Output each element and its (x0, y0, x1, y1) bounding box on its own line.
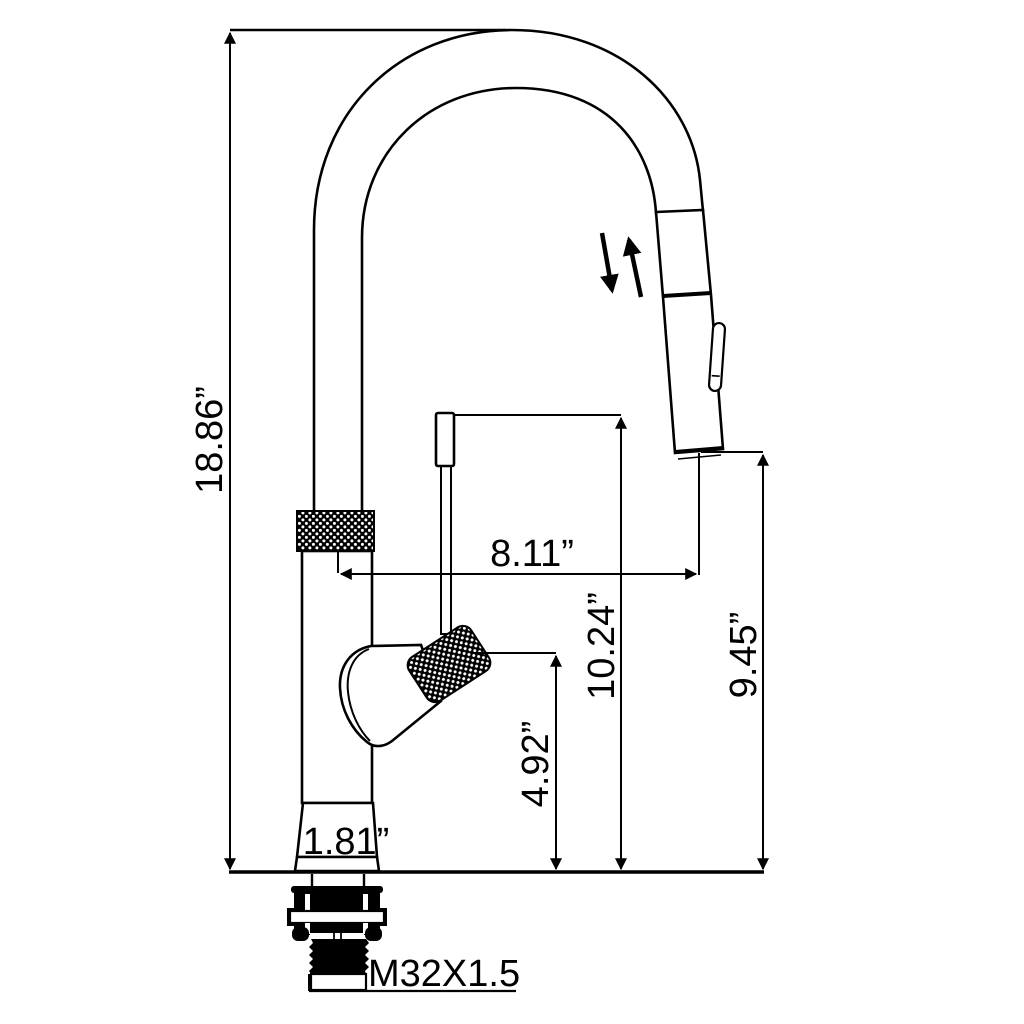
spray-head-nozzle-edge (674, 446, 724, 454)
retract-up-arrow (622, 236, 644, 298)
nut-lobe-right (365, 927, 382, 941)
spout-reach-label: 8.11” (490, 533, 574, 575)
gooseneck-spout-tube (312, 28, 705, 516)
base-width-label: 1.81” (303, 821, 390, 863)
handle-assembly (338, 411, 492, 748)
handle-base-inner-line (346, 648, 371, 742)
thread-spec-label: M32X1.5 (368, 953, 520, 995)
grip-height-label: 4.92” (515, 721, 557, 808)
handle-lever-cap (434, 411, 456, 468)
mounting-nut-upper (294, 893, 380, 912)
nut-slot (305, 894, 310, 911)
handle-tip-height-label: 10.24” (581, 592, 623, 700)
spray-head-button-notch (711, 374, 720, 378)
mounting-top-plate (291, 886, 383, 893)
overall-height-label: 18.86” (189, 386, 231, 494)
mounting-nut-lower (294, 922, 380, 935)
dimension-labels: 18.86” 8.11” 10.24” 9.45” 4.92” 1.81” M3… (189, 386, 765, 995)
handle-knurled-grip (406, 624, 492, 704)
mounting-hardware (287, 874, 387, 992)
nut-lobe-left (292, 927, 309, 941)
threaded-shank (309, 939, 369, 974)
pull-down-arrow (599, 232, 619, 294)
pull-down-arrows-icon (599, 232, 644, 298)
handle-lever-rod (440, 463, 452, 635)
nut-slot (363, 923, 368, 934)
spray-head-joint-line (662, 291, 712, 298)
shank-end (309, 972, 368, 992)
shank-gap (310, 933, 364, 939)
nut-slot (305, 923, 310, 934)
spray-head-button (707, 321, 727, 393)
knurled-collar (296, 510, 375, 552)
spray-head (654, 208, 727, 460)
nut-slot (363, 894, 368, 911)
washer-plate (288, 909, 386, 925)
spout-outlet-height-label: 9.45” (723, 612, 765, 699)
dimension-lines (224, 28, 769, 993)
